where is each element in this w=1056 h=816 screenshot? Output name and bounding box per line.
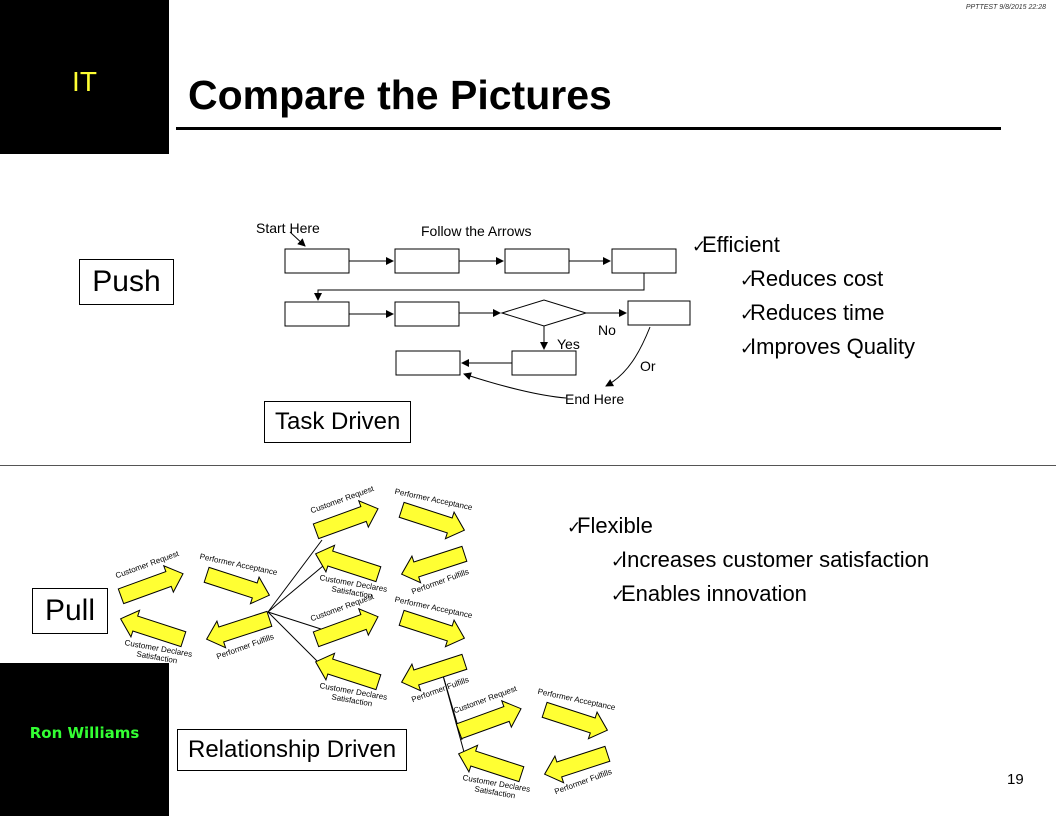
process-box [394, 248, 460, 274]
process-box [284, 248, 350, 274]
loop-arrow [457, 744, 525, 783]
list-item: ✓Increases customer satisfaction [567, 544, 929, 578]
loop-arrow [400, 545, 468, 584]
connector-line [267, 611, 323, 667]
corner-block-top [0, 0, 169, 154]
yes-label: Yes [557, 336, 580, 352]
loop-arrow [314, 544, 382, 583]
flow-arrow [289, 231, 306, 247]
loop-arrow [398, 609, 466, 648]
list-item: ✓Efficient [692, 229, 915, 263]
presenter-name: Ron Williams [29, 724, 140, 742]
slide-title: Compare the Pictures [188, 72, 612, 118]
list-item: ✓Enables innovation [567, 578, 929, 612]
list-item: ✓Reduces time [692, 297, 915, 331]
flow-arrow [463, 372, 567, 399]
connector-line [441, 671, 465, 753]
loop-arrow [455, 699, 522, 740]
corner-block-bottom [0, 663, 169, 816]
relationship-driven-tag: Relationship Driven [177, 729, 408, 771]
loop-arrow [312, 607, 379, 648]
loop-arrow [312, 499, 379, 540]
pull-label: Pull [32, 588, 108, 634]
flow-arrow [314, 273, 645, 301]
end-label: End Here [565, 391, 624, 407]
pull-benefits-list: ✓Flexible ✓Increases customer satisfacti… [567, 510, 929, 612]
section-divider [0, 465, 1056, 466]
decision-diamond [500, 299, 588, 327]
push-label: Push [79, 259, 174, 305]
loop-arrow [541, 701, 609, 740]
task-flowchart [284, 231, 691, 399]
loop-arrow [398, 501, 466, 540]
start-label: Start Here [256, 220, 320, 236]
title-rule [176, 127, 1001, 130]
loop-arrow [205, 610, 273, 649]
loop-arrow [314, 652, 382, 691]
process-box [627, 300, 691, 326]
loop-arrow [117, 564, 184, 605]
process-box [395, 350, 461, 376]
loop-arrow [203, 566, 271, 605]
process-box [511, 350, 577, 376]
push-benefits-list: ✓Efficient ✓Reduces cost ✓Reduces time ✓… [692, 229, 915, 365]
list-item: ✓Reduces cost [692, 263, 915, 297]
or-label: Or [640, 358, 656, 374]
no-label: No [598, 322, 616, 338]
list-item: ✓Improves Quality [692, 331, 915, 365]
follow-label: Follow the Arrows [421, 223, 531, 239]
loop-arrow [119, 609, 187, 648]
loop-arrow [543, 745, 611, 784]
connector-line [267, 565, 324, 613]
flow-arrow [605, 326, 651, 387]
process-box [504, 248, 570, 274]
flowchart-labels: Start Here Follow the Arrows No Yes Or E… [256, 220, 656, 407]
process-box [394, 301, 460, 327]
process-box [611, 248, 677, 274]
task-driven-tag: Task Driven [264, 401, 412, 443]
loop-arrow [400, 653, 468, 692]
header-meta: PPTTEST 9/8/2015 22:28 [965, 4, 1046, 11]
process-box [284, 301, 350, 327]
connector-line [267, 539, 323, 613]
connector-line [267, 611, 325, 631]
list-item: ✓Flexible [567, 510, 929, 544]
page-number: 19 [1007, 771, 1024, 788]
corner-label: IT [72, 66, 97, 97]
